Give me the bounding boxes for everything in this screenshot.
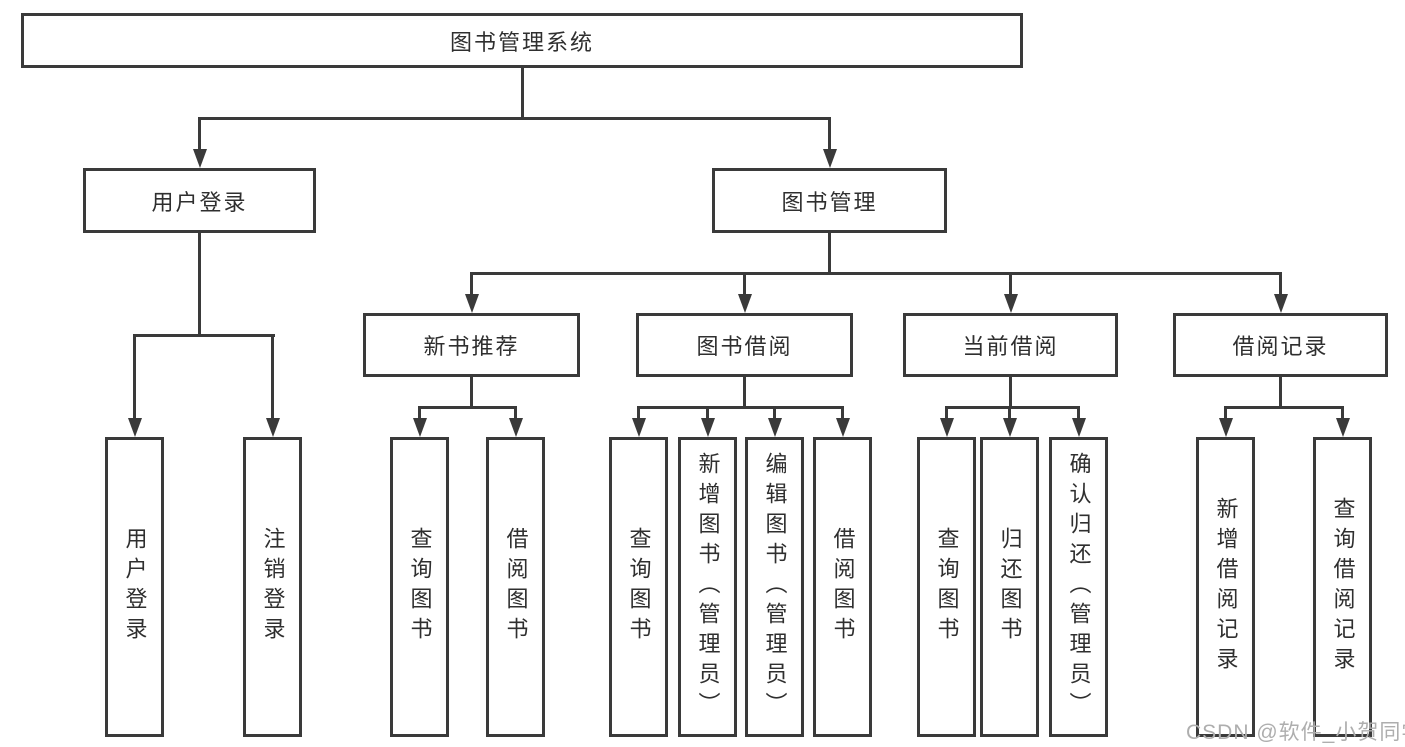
- node-label: 确认归还（管理员）: [1066, 452, 1092, 722]
- node-label: 借阅图书: [503, 527, 529, 647]
- node-leaf-borrow-books: 借阅图书: [813, 437, 872, 737]
- connector-line: [1341, 407, 1344, 420]
- connector-line: [743, 377, 746, 409]
- arrowhead-icon: [1071, 418, 1086, 437]
- connector-line: [1224, 407, 1227, 420]
- arrowhead-icon: [1273, 294, 1288, 313]
- node-leaf-confirm-return-admin: 确认归还（管理员）: [1049, 437, 1108, 737]
- connector-line: [743, 273, 746, 296]
- node-leaf-edit-books-admin: 编辑图书（管理员）: [745, 437, 804, 737]
- connector-line: [1279, 377, 1282, 409]
- node-leaf-query-books-recommend: 查询图书: [390, 437, 449, 737]
- connector-line: [133, 335, 136, 420]
- watermark: CSDN @软件_小贺同学: [1186, 721, 1405, 744]
- arrowhead-icon: [1003, 294, 1018, 313]
- node-label: 新增图书（管理员）: [695, 452, 721, 722]
- node-label: 图书借阅: [696, 334, 793, 359]
- node-label: 新增借阅记录: [1213, 497, 1239, 677]
- node-leaf-user-login: 用户登录: [105, 437, 164, 737]
- connector-line: [1224, 405, 1344, 409]
- connector-line: [133, 333, 275, 337]
- arrowhead-icon: [1335, 418, 1350, 437]
- node-label: 借阅记录: [1232, 334, 1329, 359]
- arrowhead-icon: [412, 418, 427, 437]
- arrowhead-icon: [939, 418, 954, 437]
- node-book-borrowing: 图书借阅: [636, 313, 853, 377]
- node-label: 注销登录: [260, 527, 286, 647]
- connector-line: [198, 116, 831, 120]
- node-current-borrowing: 当前借阅: [903, 313, 1118, 377]
- connector-line: [271, 335, 274, 420]
- connector-line: [470, 271, 1282, 275]
- node-new-book-recommendation: 新书推荐: [363, 313, 580, 377]
- node-leaf-return-books: 归还图书: [980, 437, 1039, 737]
- node-label: 查询借阅记录: [1330, 497, 1356, 677]
- arrowhead-icon: [737, 294, 752, 313]
- node-label: 用户登录: [151, 189, 248, 215]
- arrowhead-icon: [822, 149, 837, 168]
- node-label: 查询图书: [626, 527, 652, 647]
- connector-line: [520, 68, 524, 119]
- connector-line: [706, 407, 709, 420]
- node-leaf-add-borrow-record: 新增借阅记录: [1196, 437, 1255, 737]
- connector-line: [1009, 377, 1012, 409]
- node-leaf-borrow-books-recommend: 借阅图书: [486, 437, 545, 737]
- node-label: 新书推荐: [423, 334, 520, 359]
- connector-line: [1009, 273, 1012, 296]
- connector-line: [198, 118, 201, 151]
- node-book-management: 图书管理: [712, 168, 947, 233]
- arrowhead-icon: [631, 418, 646, 437]
- connector-line: [637, 405, 844, 409]
- node-user-login: 用户登录: [83, 168, 316, 233]
- connector-line: [1008, 407, 1011, 420]
- node-label: 借阅图书: [830, 527, 856, 647]
- connector-line: [198, 233, 201, 337]
- arrowhead-icon: [835, 418, 850, 437]
- connector-line: [945, 407, 948, 420]
- node-leaf-query-books-current: 查询图书: [917, 437, 976, 737]
- connector-line: [514, 407, 517, 420]
- arrowhead-icon: [1218, 418, 1233, 437]
- connector-line: [828, 233, 831, 275]
- connector-line: [637, 407, 640, 420]
- node-label: 编辑图书（管理员）: [762, 452, 788, 722]
- node-label: 用户登录: [122, 527, 148, 647]
- arrowhead-icon: [265, 418, 280, 437]
- arrowhead-icon: [464, 294, 479, 313]
- node-label: 归还图书: [997, 527, 1023, 647]
- node-label: 查询图书: [934, 527, 960, 647]
- connector-line: [470, 377, 473, 409]
- connector-line: [773, 407, 776, 420]
- connector-line: [841, 407, 844, 420]
- arrowhead-icon: [127, 418, 142, 437]
- connector-line: [945, 405, 1080, 409]
- arrowhead-icon: [700, 418, 715, 437]
- node-borrowing-records: 借阅记录: [1173, 313, 1388, 377]
- arrowhead-icon: [1002, 418, 1017, 437]
- arrowhead-icon: [508, 418, 523, 437]
- connector-line: [1077, 407, 1080, 420]
- connector-line: [418, 407, 421, 420]
- arrowhead-icon: [192, 149, 207, 168]
- connector-line: [470, 273, 473, 296]
- node-label: 当前借阅: [962, 334, 1059, 359]
- node-leaf-query-borrow-record: 查询借阅记录: [1313, 437, 1372, 737]
- node-leaf-logout: 注销登录: [243, 437, 302, 737]
- connector-line: [828, 118, 831, 151]
- node-leaf-add-books-admin: 新增图书（管理员）: [678, 437, 737, 737]
- node-leaf-query-books-borrow: 查询图书: [609, 437, 668, 737]
- node-label: 查询图书: [407, 527, 433, 647]
- node-label: 图书管理: [781, 189, 878, 215]
- node-label: 图书管理系统: [449, 29, 594, 55]
- arrowhead-icon: [767, 418, 782, 437]
- connector-line: [418, 405, 517, 409]
- node-book-management-system: 图书管理系统: [21, 13, 1023, 68]
- connector-line: [1279, 273, 1282, 296]
